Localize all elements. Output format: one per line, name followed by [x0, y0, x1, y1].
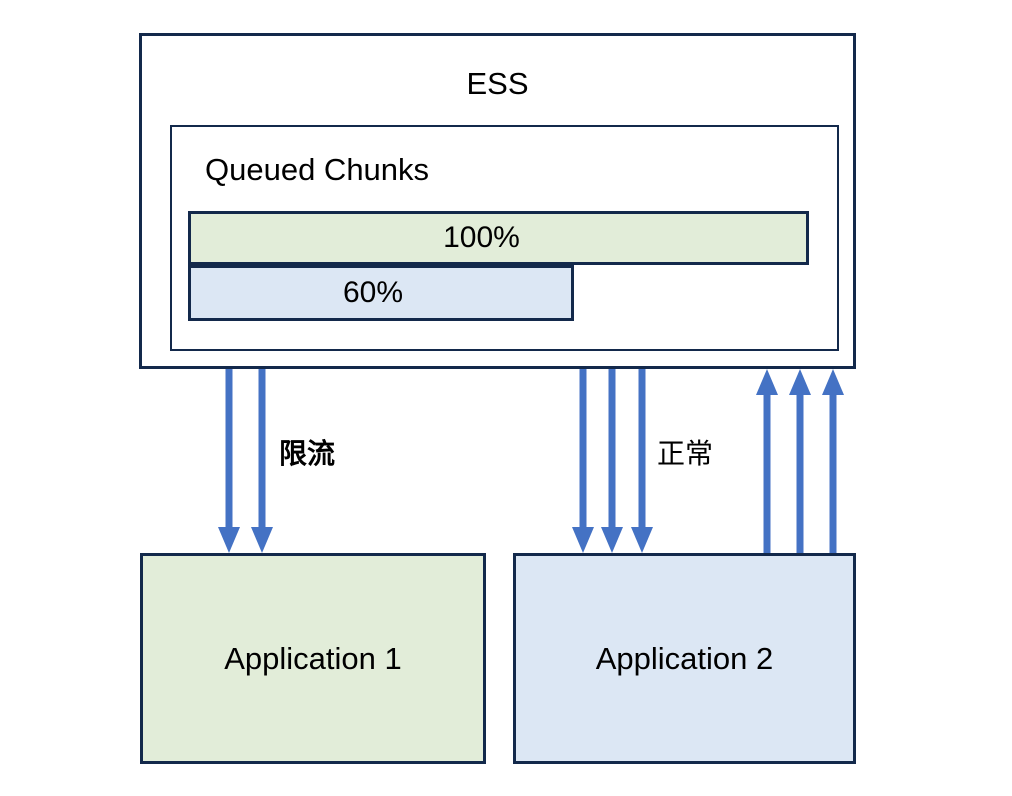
application-2-label: Application 2	[595, 641, 774, 676]
flow-label-normal: 正常	[657, 438, 714, 469]
arrow-down-app1-1	[218, 369, 240, 553]
arrow-up-ess-3	[822, 369, 844, 553]
queued-chunks-title: Queued Chunks	[205, 152, 430, 187]
arrow-down-app2-2	[601, 369, 623, 553]
arrow-up-ess-1	[756, 369, 778, 553]
arrow-up-ess-2	[789, 369, 811, 553]
queue-bar-100-value: 100%	[443, 221, 520, 254]
application-1-box	[140, 553, 486, 764]
ess-title: ESS	[466, 66, 529, 101]
queue-bar-100: 100%	[188, 211, 809, 265]
arrow-down-app2-3	[631, 369, 653, 553]
application-2-box	[513, 553, 856, 764]
flow-label-throttled: 限流	[279, 438, 336, 469]
arrow-down-app2-1	[572, 369, 594, 553]
arrow-down-app1-2	[251, 369, 273, 553]
queue-bar-60-value: 60%	[342, 276, 404, 309]
application-1-label: Application 1	[224, 641, 402, 676]
queue-bar-60: 60%	[188, 265, 574, 321]
